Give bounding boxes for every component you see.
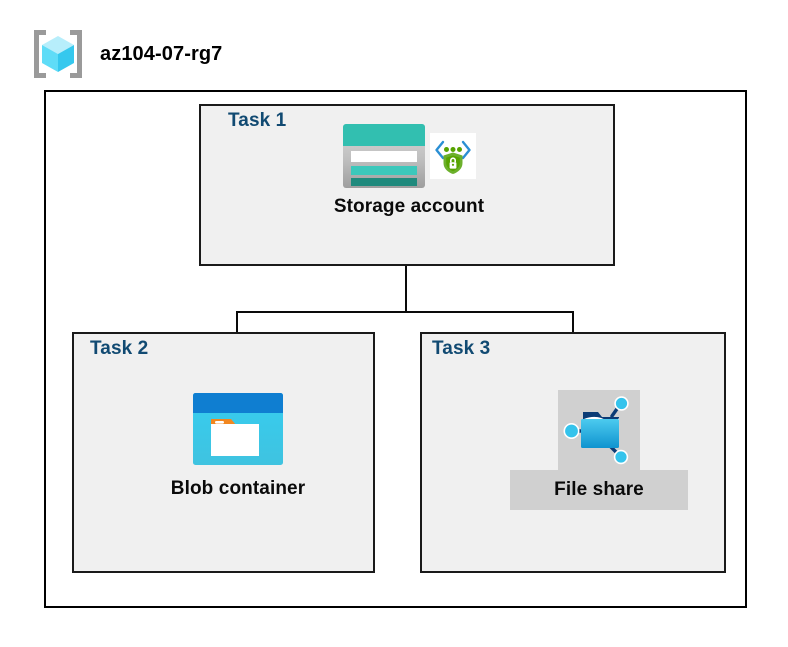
storage-account-icon-row bbox=[342, 122, 476, 190]
connector-storage-stem bbox=[405, 266, 407, 313]
resource-group-cube-icon bbox=[34, 30, 82, 78]
task-3-label: Task 3 bbox=[432, 338, 491, 359]
secure-endpoint-shield-icon bbox=[430, 133, 476, 179]
connector-horizontal-bus bbox=[236, 311, 574, 313]
file-share-caption: File share bbox=[554, 479, 644, 500]
task-1-label: Task 1 bbox=[228, 110, 287, 131]
storage-account-caption: Storage account bbox=[333, 196, 485, 217]
storage-account-icon bbox=[343, 124, 425, 188]
file-share-icon-highlight bbox=[558, 390, 640, 470]
node-file-share[interactable]: File share bbox=[510, 390, 688, 510]
node-blob-container[interactable]: Blob container bbox=[152, 392, 324, 500]
file-share-label-highlight: File share bbox=[510, 470, 688, 510]
resource-group-title: az104-07-rg7 bbox=[100, 42, 223, 65]
blob-container-icon bbox=[193, 393, 283, 465]
blob-container-caption: Blob container bbox=[170, 478, 306, 499]
task-2-label: Task 2 bbox=[90, 338, 149, 359]
resource-group-header: az104-07-rg7 bbox=[30, 28, 222, 80]
file-share-icon bbox=[563, 396, 629, 465]
node-storage-account[interactable]: Storage account bbox=[299, 122, 519, 218]
